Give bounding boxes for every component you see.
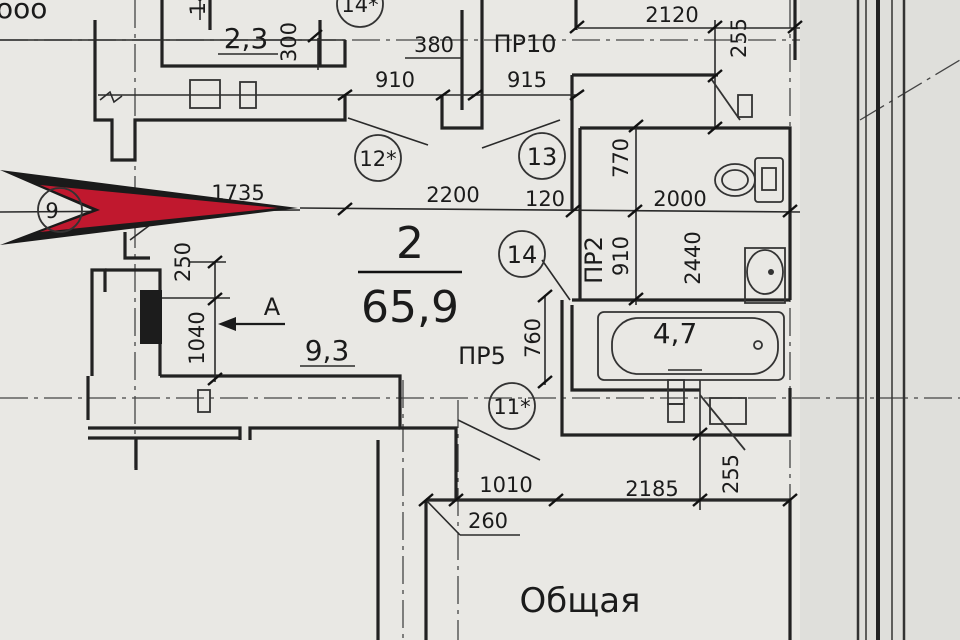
- marker-9: 9: [45, 199, 58, 223]
- dim-1010: 1010: [479, 473, 532, 497]
- dim-1735: 1735: [211, 181, 264, 205]
- dim-915: 915: [507, 68, 547, 92]
- area-underlines: [218, 53, 702, 371]
- dimension-lines: [0, 0, 801, 536]
- riser-block: [140, 290, 162, 344]
- dim-255-bottom: 255: [719, 454, 743, 494]
- outer-wall-lines: [856, 0, 906, 640]
- dim-910: 910: [375, 68, 415, 92]
- opening-pr2: ПР2: [580, 236, 608, 284]
- opening-pr5: ПР5: [458, 342, 506, 370]
- bath-area: 4,7: [653, 317, 698, 350]
- dim-300: 300: [277, 22, 301, 62]
- dim-250: 250: [171, 242, 195, 282]
- fixture-toilet: [714, 157, 784, 203]
- opening-pr10: ПР10: [493, 30, 556, 58]
- labels: 2 65,9 9,3 2,3 4,7 Общая ооо A ПР10 ПР5 …: [0, 0, 751, 621]
- dim-260: 260: [468, 509, 508, 533]
- dim-1040: 1040: [185, 311, 209, 364]
- apartment-number: 2: [396, 218, 424, 269]
- section-mark-a: A: [264, 293, 281, 321]
- dim-760: 760: [521, 318, 545, 358]
- fixture-sink: [744, 247, 786, 304]
- section-arrow: [218, 317, 285, 331]
- dim-380: 380: [414, 33, 454, 57]
- dim-14-top: 14: [186, 0, 210, 15]
- fixture-vents: [189, 79, 753, 451]
- marker-14: 14: [507, 241, 538, 269]
- marker-circles: [37, 0, 566, 430]
- storage-area: 2,3: [224, 22, 269, 55]
- hall-area: 9,3: [305, 334, 350, 367]
- common-room-label: Общая: [519, 581, 640, 621]
- door-swings: [99, 90, 571, 461]
- dim-255-top: 255: [727, 18, 751, 58]
- dim-2120: 2120: [645, 3, 698, 27]
- dimension-ticks: [207, 20, 803, 507]
- dim-120: 120: [525, 187, 565, 211]
- dim-2200: 2200: [426, 183, 479, 207]
- marker-11: 11*: [493, 395, 530, 419]
- corner-fragment: ооо: [0, 0, 47, 25]
- marker-12: 12*: [359, 147, 396, 171]
- marker-13: 13: [527, 143, 558, 171]
- dim-2000: 2000: [653, 187, 706, 211]
- apartment-area: 65,9: [361, 282, 459, 333]
- dim-2185: 2185: [625, 477, 678, 501]
- dim-910-vertical: 910: [609, 236, 633, 276]
- dim-2440: 2440: [681, 231, 705, 284]
- dim-770: 770: [609, 138, 633, 178]
- fixture-bathtub: [597, 311, 785, 381]
- marker-14-top: 14*: [341, 0, 378, 17]
